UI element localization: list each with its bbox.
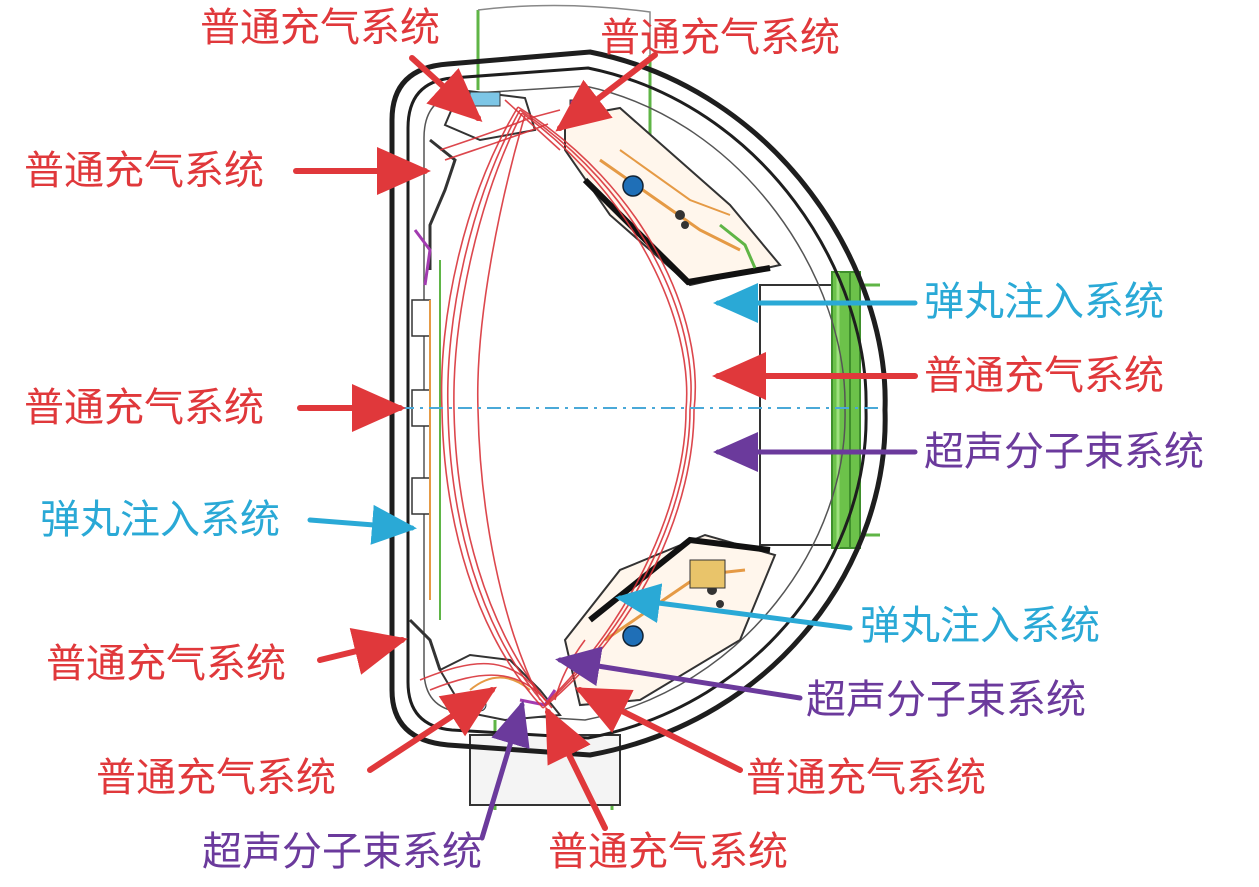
- label-smbi-right-lower: 超声分子束系统: [806, 677, 1086, 723]
- arrow-smbi-right-lower: [555, 646, 803, 701]
- label-smbi-bottom: 超声分子束系统: [202, 829, 482, 875]
- label-gas-right: 普通充气系统: [924, 353, 1164, 399]
- arrow-gas-top-right: [555, 52, 658, 132]
- label-gas-bottom-right: 普通充气系统: [746, 755, 986, 801]
- label-gas-mid-left: 普通充气系统: [24, 385, 264, 431]
- top-port-outline: [477, 4, 651, 60]
- fueling-arrows: [293, 52, 918, 841]
- arrow-gas-top-left: [409, 55, 483, 123]
- label-smbi-right-upper: 超声分子束系统: [924, 429, 1204, 475]
- label-gas-lower-left: 普通充气系统: [46, 641, 286, 687]
- label-gas-top-left: 普通充气系统: [200, 5, 440, 51]
- arrow-smbi-bottom: [479, 700, 530, 841]
- label-pellet-right-lower: 弹丸注入系统: [860, 603, 1100, 649]
- label-pellet-left: 弹丸注入系统: [40, 497, 280, 543]
- arrow-gas-bottom-center: [545, 706, 608, 831]
- arrow-gas-bottom-left: [367, 686, 498, 773]
- label-gas-upper-left: 普通充气系统: [24, 148, 264, 194]
- label-gas-bottom-center: 普通充气系统: [548, 829, 788, 875]
- midplane-port: [759, 271, 880, 549]
- upper-components: [413, 88, 782, 287]
- inner-wall-tiles: [411, 260, 441, 620]
- label-gas-top-right: 普通充气系统: [600, 15, 840, 61]
- vacuum-vessel: [389, 49, 888, 758]
- label-gas-bottom-left: 普通充气系统: [96, 755, 336, 801]
- arrow-gas-bottom-right: [574, 687, 743, 773]
- arrow-pellet-right-lower: [615, 583, 853, 631]
- arrow-gas-lower-left: [317, 628, 408, 675]
- arrow-pellet-left: [307, 504, 417, 545]
- label-pellet-right-upper: 弹丸注入系统: [924, 279, 1164, 325]
